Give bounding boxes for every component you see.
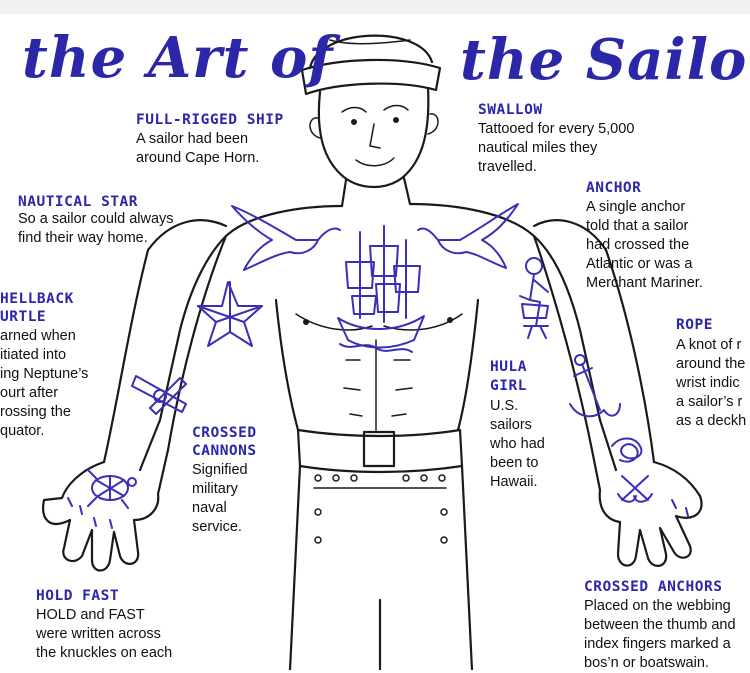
left-hand [42, 448, 170, 572]
label-crossed-cannons-heading: CANNONS [192, 443, 257, 459]
label-shellback-turtle-line: ing Neptune’s [0, 366, 89, 382]
swallow-tattoo-left [231, 205, 341, 271]
label-crossed-cannons-line: Signified [192, 462, 248, 478]
label-hold-fast-line: the knuckles on each [36, 645, 173, 661]
hula-girl-tattoo [519, 257, 549, 339]
sailor-hat [300, 34, 442, 96]
label-shellback-turtle-line: ourt after [0, 385, 59, 401]
label-crossed-cannons-heading: CROSSED [192, 425, 257, 441]
label-hula-girl-line: sailors [490, 417, 532, 433]
trouser-buttons [314, 474, 448, 544]
turtle-tattoo [87, 469, 137, 509]
label-anchor-line: had crossed the [586, 237, 690, 253]
label-hula-girl-line: U.S. [490, 398, 519, 414]
label-rope-line: A knot of r [676, 337, 742, 353]
right-hand [590, 448, 703, 567]
label-hula-girl-line: who had [490, 436, 545, 452]
label-hula-girl-heading: GIRL [490, 378, 527, 394]
label-anchor-line: Merchant Mariner. [586, 275, 703, 291]
crossed-cannons-tattoo [131, 375, 187, 415]
label-hold-fast-line: HOLD and FAST [36, 607, 145, 623]
label-rope-line: as a deckh [676, 413, 747, 429]
label-rope-line: a sailor’s r [676, 394, 743, 410]
label-crossed-cannons-line: naval [192, 500, 227, 516]
label-crossed-anchors-heading: CROSSED ANCHORS [584, 579, 723, 595]
label-full-rigged-ship-heading: FULL-RIGGED SHIP [136, 112, 284, 128]
label-crossed-anchors-line: Placed on the webbing [584, 598, 731, 614]
label-swallow-line: Tattooed for every 5,000 [478, 121, 635, 137]
label-swallow-heading: SWALLOW [478, 102, 543, 118]
swallow-tattoo-right [417, 203, 519, 269]
label-shellback-turtle-heading: HELLBACK [0, 291, 74, 307]
label-full-rigged-ship-line: A sailor had been [136, 131, 249, 147]
label-crossed-cannons-line: military [192, 481, 238, 497]
sailor-torso [138, 176, 618, 472]
label-hold-fast-line: were written across [36, 626, 161, 642]
label-hold-fast-heading: HOLD FAST [36, 588, 120, 604]
sailor-head [309, 86, 439, 188]
label-crossed-anchors-line: bos’n or boatswain. [584, 655, 709, 671]
label-swallow-line: nautical miles they [478, 140, 598, 156]
title-right: the Sailor [460, 27, 750, 93]
label-shellback-turtle-line: rossing the [0, 404, 71, 420]
label-hula-girl-heading: HULA [490, 359, 527, 375]
label-shellback-turtle-heading: URTLE [0, 309, 47, 325]
nautical-star-tattoo [197, 281, 263, 347]
label-crossed-cannons-line: service. [192, 519, 242, 535]
label-hula-girl-line: been to [490, 455, 539, 471]
label-nautical-star-line: find their way home. [18, 230, 148, 246]
label-anchor-heading: ANCHOR [586, 180, 642, 196]
label-shellback-turtle-line: quator. [0, 423, 45, 439]
label-crossed-anchors-line: between the thumb and [584, 617, 736, 633]
label-anchor-line: told that a sailor [586, 218, 689, 234]
label-crossed-anchors-line: index fingers marked a [584, 636, 731, 652]
label-nautical-star-line: So a sailor could always [18, 211, 174, 227]
label-anchor-line: A single anchor [586, 199, 686, 215]
label-nautical-star-heading: NAUTICAL STAR [18, 194, 138, 210]
full-rigged-ship-tattoo [337, 225, 425, 353]
rope-knot-tattoo [611, 437, 643, 463]
label-anchor-line: Atlantic or was a [586, 256, 693, 272]
hold-fast-knuckles-tattoo [67, 497, 113, 529]
label-rope-heading: ROPE [676, 317, 713, 333]
sailor-arms [102, 219, 656, 464]
label-hula-girl-line: Hawaii. [490, 474, 538, 490]
title-left: the Art of [22, 25, 334, 91]
label-swallow-line: travelled. [478, 159, 537, 175]
crossed-anchors-tattoo [617, 475, 689, 517]
label-rope-line: wrist indic [676, 375, 740, 391]
label-rope-line: around the [676, 356, 746, 372]
sailor-trousers [288, 428, 474, 670]
anchor-tattoo [569, 354, 621, 418]
label-shellback-turtle-line: itiated into [0, 347, 67, 363]
label-full-rigged-ship-line: around Cape Horn. [136, 150, 260, 166]
label-shellback-turtle-line: arned when [0, 328, 76, 344]
